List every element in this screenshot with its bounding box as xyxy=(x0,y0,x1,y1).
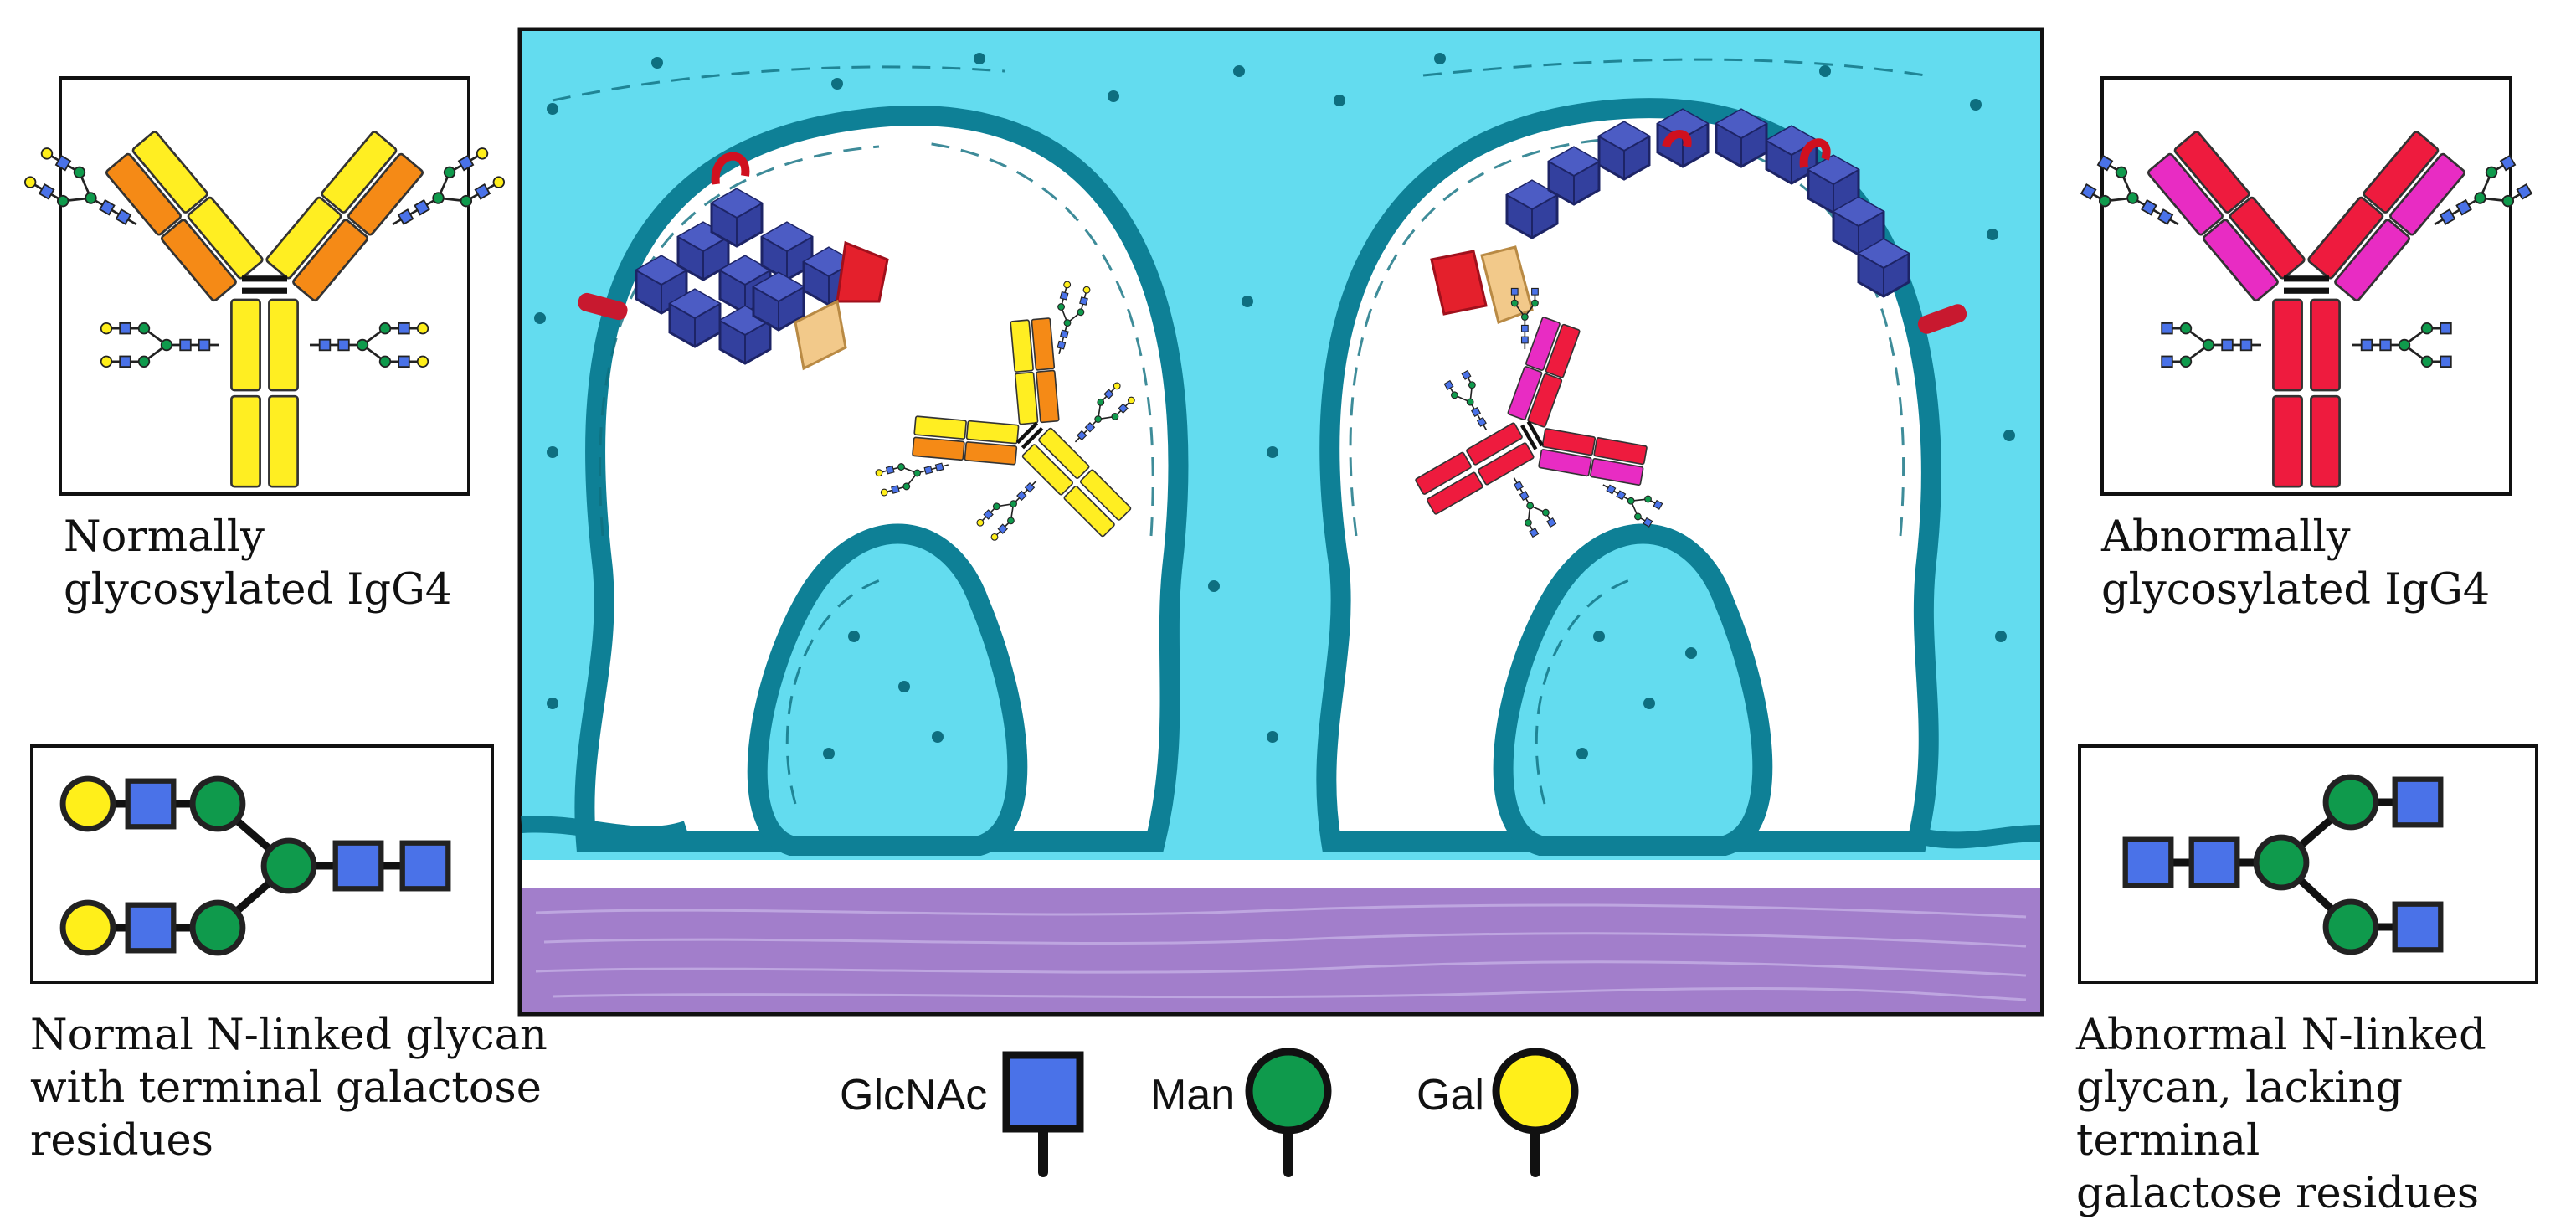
man-legend-label: Man xyxy=(1150,1071,1236,1120)
tissue-illustration xyxy=(517,27,2044,1017)
man-legend-icon xyxy=(1245,1048,1332,1177)
gal-legend-icon xyxy=(1492,1048,1579,1177)
stroma-dots xyxy=(534,53,2015,759)
abnormal-igg4-box xyxy=(2081,76,2532,496)
legend xyxy=(1002,1048,1579,1177)
abnormal-glycan-structure-icon xyxy=(2126,777,2441,952)
normal-glycan-box xyxy=(30,744,494,984)
gal-legend-label: Gal xyxy=(1417,1071,1484,1120)
abnormal-igg4-caption: Abnormally glycosylated IgG4 xyxy=(2101,512,2491,615)
normal-glycan-caption: Normal N-linked glycan with terminal gal… xyxy=(30,1011,548,1166)
glcnac-legend-label: GlcNAc xyxy=(840,1071,988,1120)
abnormal-glycan-caption: Abnormal N-linked glycan, lacking termin… xyxy=(2076,1011,2486,1218)
right-papilla xyxy=(1493,523,1773,856)
left-papilla xyxy=(747,523,1028,856)
normal-igg4-box xyxy=(23,76,506,496)
normal-glycan-structure-icon xyxy=(63,779,448,953)
normal-igg4-caption: Normally glycosylated IgG4 xyxy=(64,512,453,615)
abnormal-glycan-box xyxy=(2078,744,2538,984)
left-antigen-complex xyxy=(578,152,889,371)
glcnac-legend-icon xyxy=(1002,1051,1084,1177)
right-antigen-complex xyxy=(1430,108,1967,334)
